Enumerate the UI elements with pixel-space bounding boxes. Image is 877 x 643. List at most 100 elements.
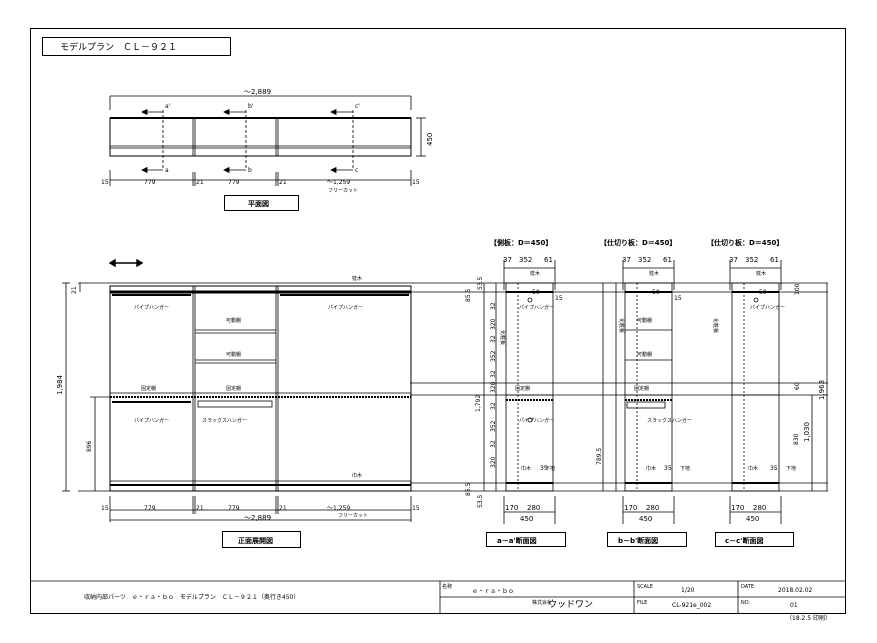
- sec-c-ground: 下地: [786, 465, 796, 472]
- sec-c-bottom-board: 巾木: [748, 465, 758, 472]
- title-box: [42, 37, 231, 56]
- sec-a-bottom-board: 巾木: [521, 465, 531, 472]
- sec-b-bot-dim-1: 280: [646, 504, 659, 512]
- section-b-title: 【仕切り板：D＝450】: [600, 238, 676, 247]
- plan-dim-6: 15: [412, 179, 420, 186]
- titleblock-file: CL-921e_002: [672, 602, 711, 609]
- sec-a-top-dim-2: 61: [544, 256, 553, 264]
- sec-a-ground: 下地: [545, 465, 555, 472]
- sec-b-top-dim-2: 61: [663, 256, 672, 264]
- title-block: [30, 580, 846, 613]
- plan-dim-2: 21: [196, 179, 204, 186]
- sec-v-lower: 789.5: [596, 448, 603, 465]
- sec-a-mark-35: 35: [540, 465, 548, 472]
- plan-free-cut: フリーカット: [328, 188, 358, 194]
- front-slacks-hanger: スラックスハンガー: [202, 417, 247, 424]
- drawing-title: モデルプラン ＣＬ－９２１: [60, 41, 177, 53]
- sec-v-dim-9: 352: [490, 420, 497, 432]
- sec-b-top-dim-0: 37: [622, 256, 631, 264]
- front-h-low-right: 830: [793, 433, 800, 445]
- sec-c-mark-60: 60: [794, 382, 801, 390]
- titleblock-company: ウッドワン: [548, 599, 593, 610]
- sec-b-shelf-1: 可動棚: [637, 317, 652, 324]
- front-label-box: [222, 531, 301, 548]
- plan-label: 平面図: [248, 199, 269, 208]
- sec-c-pipe: パイプハンガー: [750, 304, 785, 311]
- plan-sec-b-bot: b: [248, 167, 252, 174]
- front-label: 正面展開図: [238, 536, 273, 545]
- sec-c-bot-dim-1: 280: [753, 504, 766, 512]
- sec-c-mark-100: 100: [794, 283, 801, 295]
- sec-b-mark-15: 15: [674, 295, 682, 302]
- sec-a-top-dim-0: 37: [503, 256, 512, 264]
- sec-a-mark-15: 15: [555, 295, 563, 302]
- titleblock-name-label: 名称: [442, 583, 452, 590]
- sec-c-bot-dim-0: 170: [731, 504, 744, 512]
- plan-dim-0: 15: [101, 179, 109, 186]
- front-dim-6: 15: [412, 505, 420, 512]
- double-arrow-icon: [108, 258, 144, 268]
- section-c-label: c－c'断面図: [725, 536, 763, 545]
- plan-dim-4: 21: [279, 179, 287, 186]
- sec-b-bot-dim-0: 170: [624, 504, 637, 512]
- plan-sec-a-bot: a: [165, 167, 169, 174]
- front-pipe-3: パイプハンガー: [134, 417, 169, 424]
- sec-v-dim-5: 352: [490, 350, 497, 362]
- plan-sec-b-top: b': [248, 103, 254, 110]
- sec-v-dim-11: 320: [490, 456, 497, 468]
- titleblock-date: 2018.02.02: [778, 587, 813, 594]
- sec-a-pipe-1: パイプハンガー: [519, 304, 554, 311]
- sec-v-dim-8: 32: [490, 402, 497, 410]
- front-h-total-right: 1,963: [818, 380, 826, 400]
- plan-dim-1: 779: [144, 179, 156, 186]
- plan-view: [109, 95, 426, 186]
- titleblock-company-label: 株式会社: [532, 599, 552, 606]
- titleblock-date-label: DATE: [741, 584, 754, 590]
- front-dim-3: 779: [228, 505, 240, 512]
- section-c-title: 【仕切り板：D＝450】: [707, 238, 783, 247]
- sec-a-bot-dim-0: 170: [505, 504, 518, 512]
- front-dim-4: 21: [279, 505, 287, 512]
- sec-a-bot-dim-1: 280: [527, 504, 540, 512]
- front-elevation: [62, 282, 828, 522]
- front-h-mid-right: 1,030: [803, 422, 811, 442]
- sec-a-fixed: 固定棚: [515, 385, 530, 392]
- sec-v-dim-13: 53.5: [477, 494, 484, 508]
- titleblock-name: ｅ・ｒａ・ｂｏ: [472, 587, 514, 595]
- sec-a-top-board: 枕木: [530, 270, 540, 277]
- titleblock-file-label: FILE: [637, 600, 647, 606]
- sec-c-top-board: 枕木: [756, 270, 766, 277]
- titleblock-project: 収納内部パーツ ｅ・ｒａ・ｂｏ モデルプラン ＣＬ－９２１（奥行き450）: [84, 593, 299, 601]
- sec-v-dim-3: 320: [490, 318, 497, 330]
- sec-v-dim-12: 85.5: [465, 482, 472, 496]
- front-top-board: 枕木: [352, 275, 362, 282]
- front-shelf-1: 可動棚: [226, 317, 241, 324]
- sec-c-top-dim-0: 37: [729, 256, 738, 264]
- sec-v-dim-0: 53.5: [477, 276, 484, 290]
- sec-b-top-dim-1: 352: [638, 256, 651, 264]
- titleblock-scale-label: SCALE: [637, 584, 653, 590]
- sec-a-depth: 450: [520, 515, 533, 523]
- front-dim-0: 15: [101, 505, 109, 512]
- front-free-cut: フリーカット: [338, 513, 368, 519]
- plan-sec-c-bot: c: [355, 167, 358, 174]
- titleblock-scale: 1/20: [681, 587, 695, 594]
- section-geometry: [483, 260, 794, 547]
- sec-c-top-dim-2: 61: [770, 256, 779, 264]
- front-h-lower: 896: [86, 440, 93, 452]
- sec-a-mark-50: 50: [532, 289, 540, 296]
- sec-b-slacks: スラックスハンガー: [647, 417, 692, 424]
- sec-v-dim-6: 32: [490, 370, 497, 378]
- sec-v-dim-1: 85.5: [465, 288, 472, 302]
- front-overall-dim: ～2,889: [244, 514, 271, 522]
- front-pipe-2: パイプハンガー: [328, 304, 363, 311]
- titleblock-no-label: NO.: [741, 600, 750, 606]
- sec-b-fixed: 固定棚: [634, 385, 649, 392]
- sec-c-mark-35: 35: [770, 465, 778, 472]
- section-a-title: 【側板：D＝450】: [490, 238, 552, 247]
- sec-c-mark-50: 50: [759, 289, 767, 296]
- front-dim-1: 779: [144, 505, 156, 512]
- sec-v-dim-2: 32: [490, 302, 497, 310]
- titleblock-footer: （18.2.5 印刷）: [786, 614, 831, 622]
- sec-c-side-panel: 化粧板: [712, 318, 719, 333]
